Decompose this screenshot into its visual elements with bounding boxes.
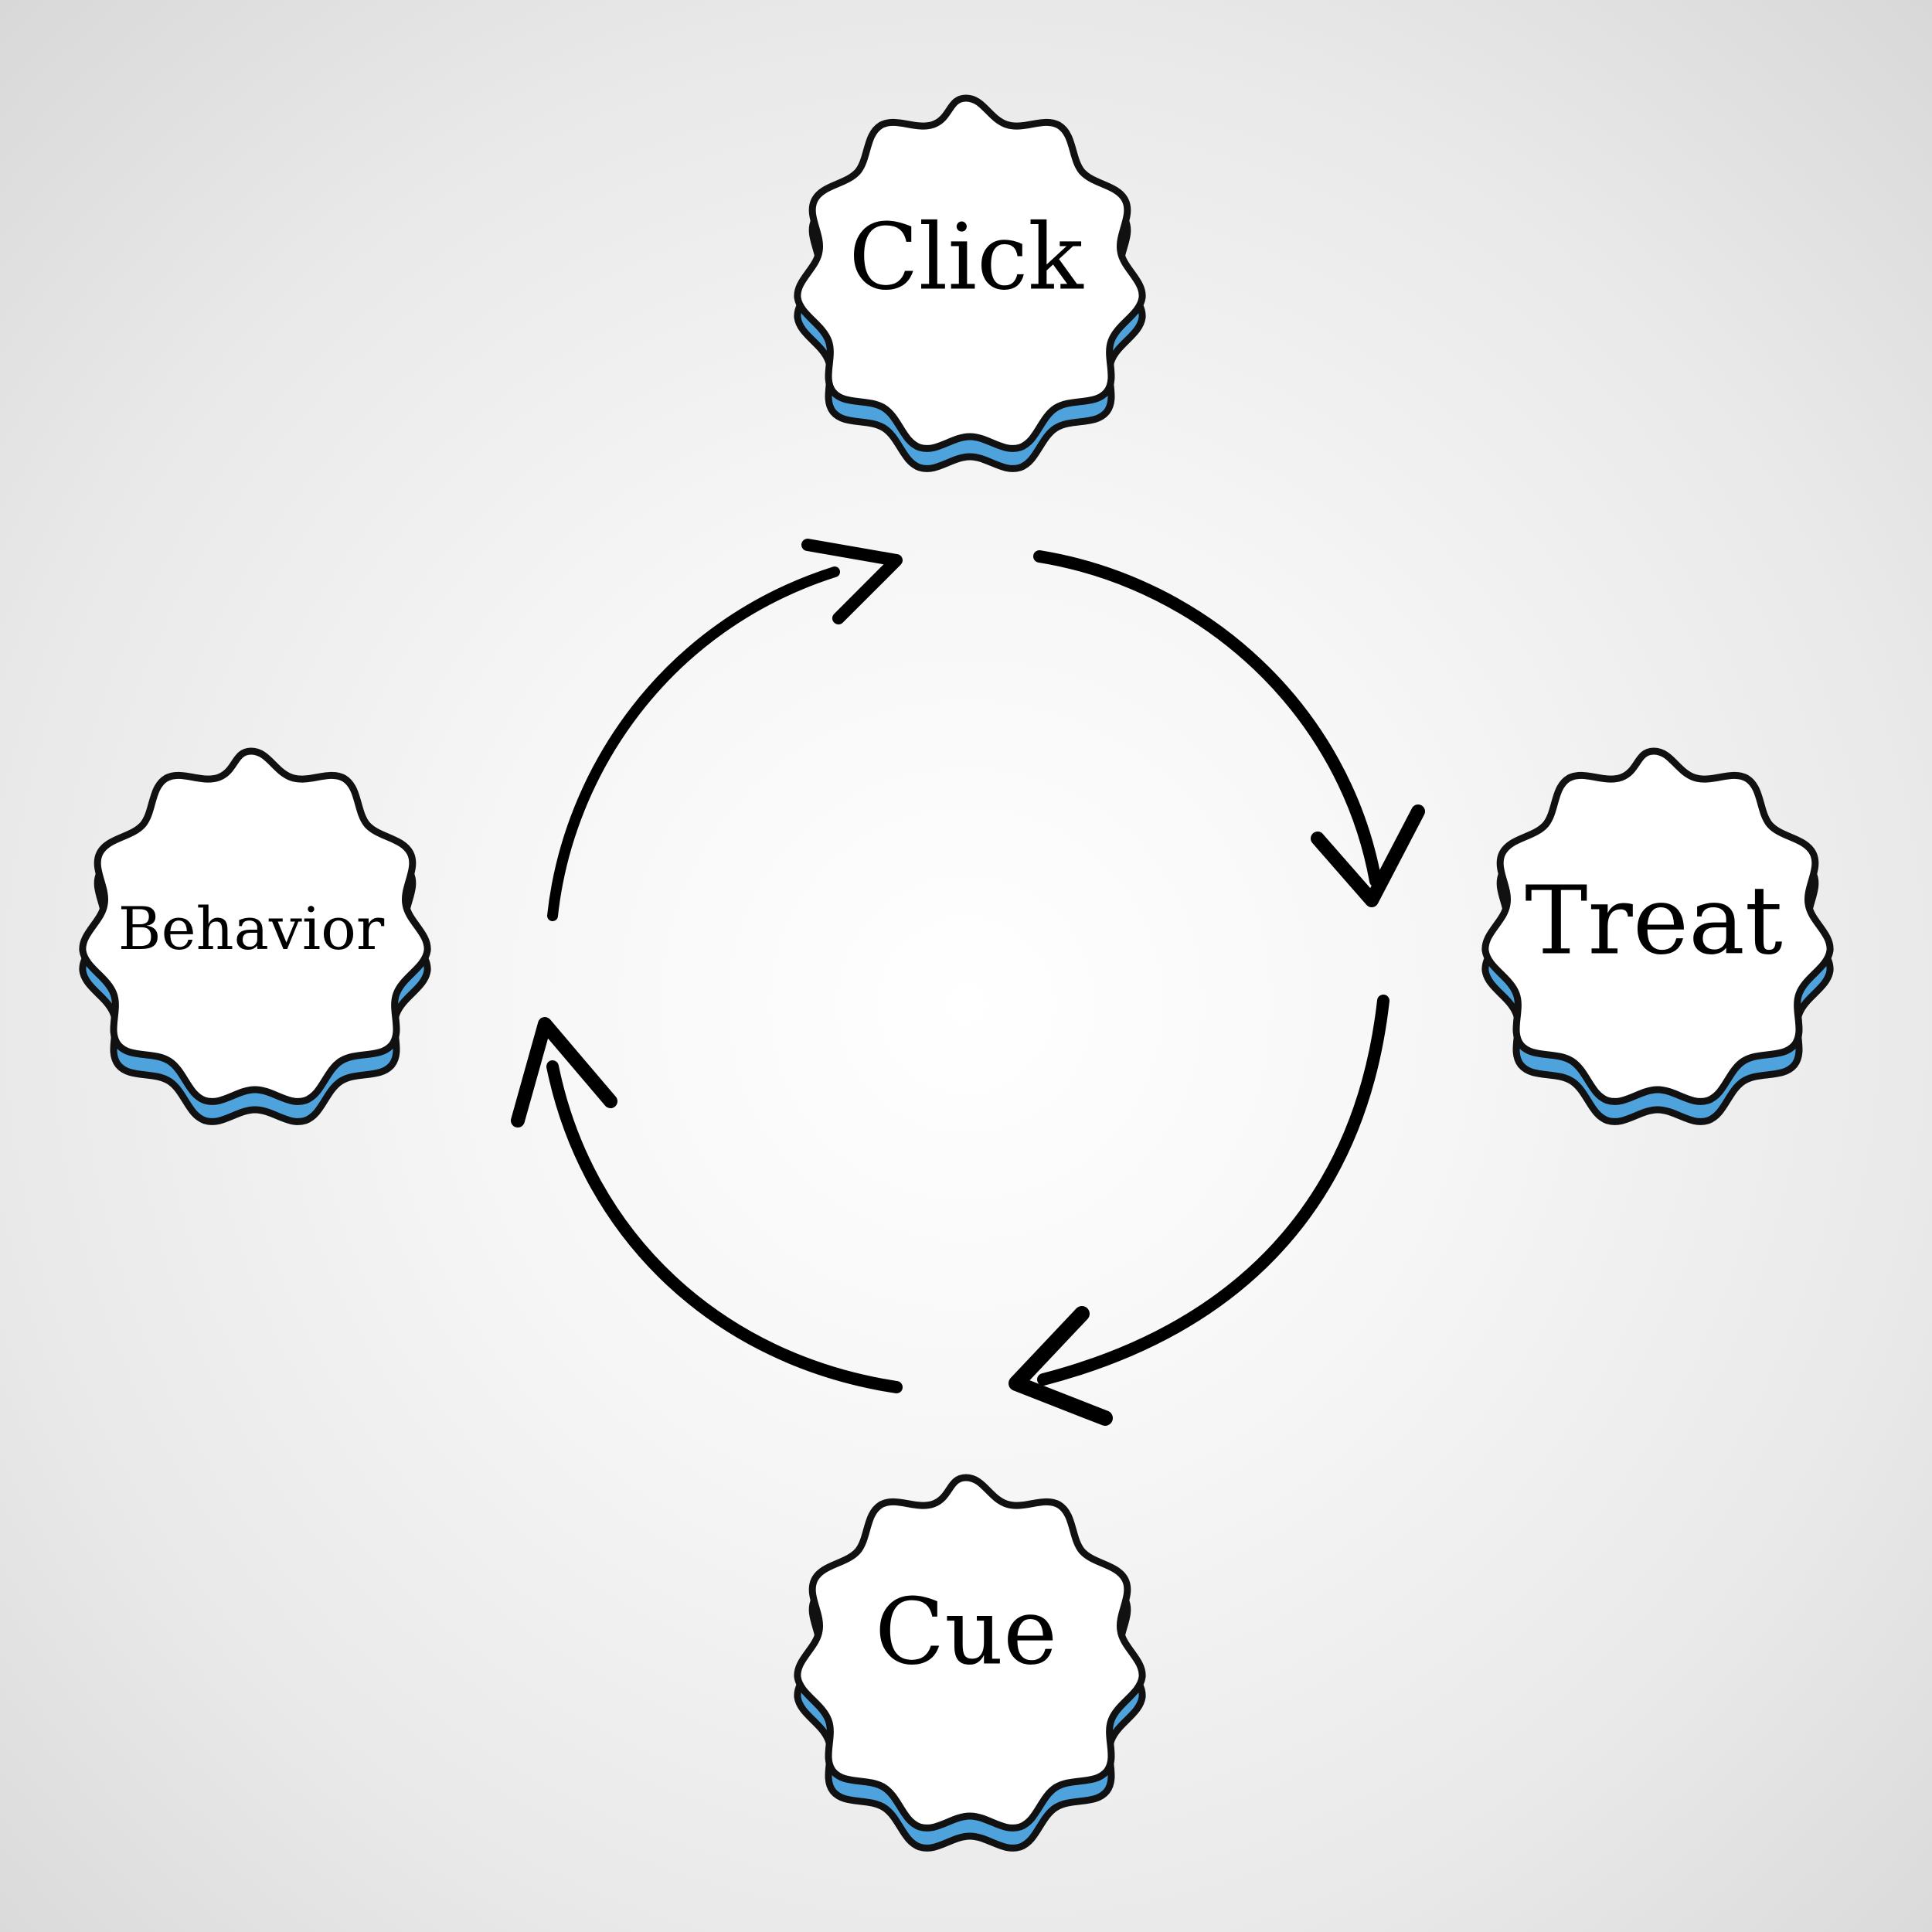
cycle-arrows — [511, 539, 1425, 1426]
behavior-badge: Behavior — [83, 751, 427, 1121]
treat-label: Treat — [1525, 866, 1783, 976]
arrow-click-to-treat — [1033, 550, 1425, 907]
arrow-treat-to-cue — [1009, 995, 1389, 1426]
treat-badge: Treat — [1485, 751, 1830, 1121]
cue-badge: Cue — [798, 1478, 1142, 1848]
cue-label: Cue — [875, 1579, 1057, 1685]
arrow-cue-to-behavior — [511, 1017, 903, 1393]
click-label: Click — [849, 204, 1084, 311]
behavior-label: Behavior — [118, 894, 385, 963]
click-badge: Click — [798, 98, 1142, 468]
arrow-behavior-to-click — [547, 539, 903, 921]
